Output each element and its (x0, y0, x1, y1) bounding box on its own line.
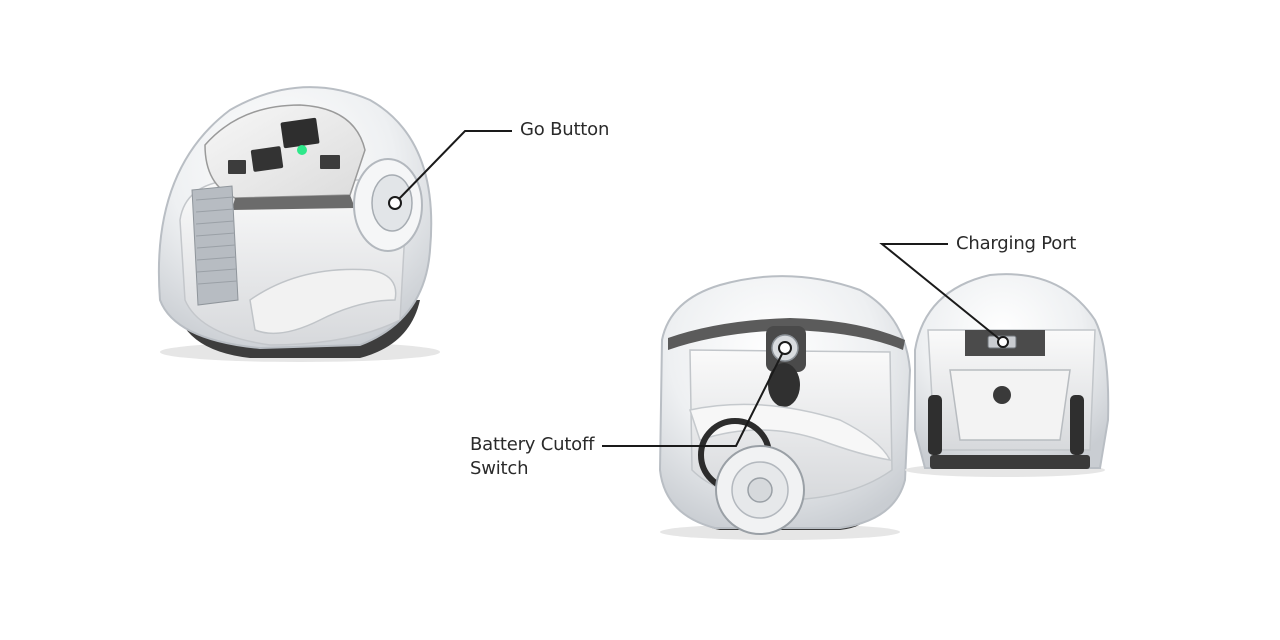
battery-cutoff-label: Battery Cutoff Switch (470, 433, 594, 481)
motor-coil-stripes (195, 196, 238, 285)
wheel-hub (747, 477, 773, 503)
battery-cutoff-label-line1: Battery Cutoff (470, 434, 595, 455)
battery-cutoff-label-line2: Switch (470, 458, 529, 479)
rear-wheel-left (928, 395, 942, 455)
leader-line-battery-cutoff (602, 347, 786, 447)
fender (689, 403, 892, 461)
chip-large (280, 117, 320, 149)
charging-port-label-text: Charging Port (956, 233, 1077, 254)
status-led (297, 145, 307, 155)
charging-port-label: Charging Port (956, 232, 1076, 256)
robot-top-view (157, 86, 440, 362)
circuit-board (204, 104, 366, 199)
callout-markers (388, 196, 1009, 355)
rear-chassis (949, 369, 1071, 441)
robot-rear-view (905, 273, 1110, 477)
chip-medium (250, 146, 284, 172)
robot-front-view (658, 275, 912, 540)
leader-line-go-button (394, 130, 512, 204)
go-button-label-text: Go Button (520, 119, 610, 140)
leader-lines (394, 130, 1004, 447)
leader-line-charging-port (879, 243, 1004, 343)
chip-small-2 (320, 155, 340, 169)
wheel-arm (249, 268, 397, 335)
motor-coil (191, 185, 239, 306)
chip-small (228, 160, 246, 174)
sensor-window (768, 363, 800, 407)
battery-cutoff-marker (778, 341, 792, 355)
rear-wheel-right (1070, 395, 1084, 455)
go-button-label: Go Button (520, 118, 609, 142)
go-button-marker (388, 196, 402, 210)
charging-port-marker (997, 336, 1009, 348)
robot-rear-base (930, 455, 1090, 469)
robot-front-top-band (668, 318, 905, 350)
circuit-board-edge (232, 195, 355, 210)
rear-sensor (993, 386, 1011, 404)
